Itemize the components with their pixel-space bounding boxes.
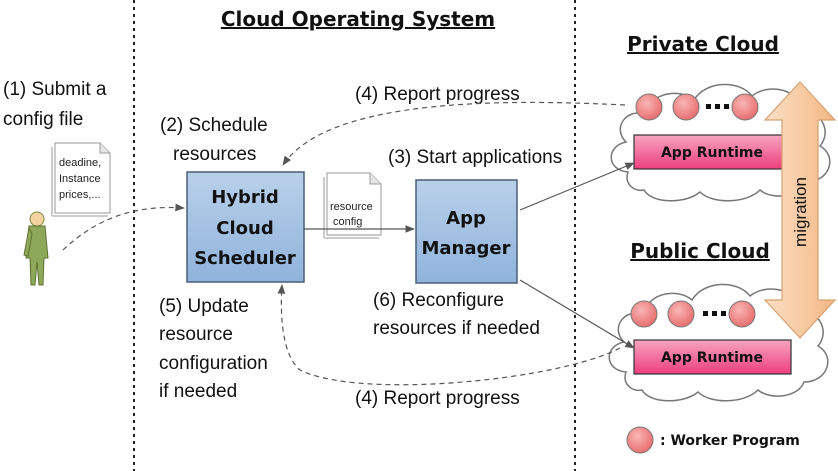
step4-bottom-label: (4) Report progress	[355, 388, 520, 409]
scheduler-line2: Cloud	[216, 218, 273, 239]
step5-line1: (5) Update	[159, 296, 249, 317]
config-doc-line1: deadine,	[59, 157, 101, 169]
app-runtime-public: App Runtime	[633, 339, 792, 375]
step1-line2: config file	[3, 109, 83, 130]
worker-circle	[672, 93, 700, 121]
migration-label: migration	[791, 177, 810, 247]
app-manager-line2: Manager	[422, 238, 511, 259]
scheduler-line3: Scheduler	[194, 248, 296, 269]
step3-label: (3) Start applications	[388, 147, 562, 168]
config-doc-line3: prices,...	[59, 189, 101, 201]
step5-line4: if needed	[159, 381, 237, 402]
step5-line2: resource	[159, 324, 233, 345]
step6-line2: resources if needed	[373, 318, 540, 339]
resource-config-icon: resource config	[323, 172, 382, 239]
report-progress-bottom-arrow	[277, 284, 621, 386]
submit-arrow	[62, 203, 185, 251]
app-manager-box: App Manager	[415, 179, 518, 284]
user-icon	[23, 211, 49, 286]
ellipsis-dots	[706, 104, 729, 109]
runtime-public-label: App Runtime	[661, 350, 763, 366]
step5-line3: configuration	[159, 353, 268, 374]
legend-worker-label: : Worker Program	[660, 433, 800, 449]
worker-circle	[731, 93, 759, 121]
report-progress-top-arrow	[282, 101, 626, 166]
step1-line1: (1) Submit a	[3, 79, 107, 100]
scheduler-line1: Hybrid	[211, 187, 279, 208]
legend-worker-icon	[626, 426, 654, 454]
app-runtime-private: App Runtime	[633, 134, 792, 170]
step6-line1: (6) Reconfigure	[373, 290, 504, 311]
private-cloud-title: Private Cloud	[627, 32, 779, 56]
step2-line2: resources	[173, 144, 256, 165]
resource-doc-line1: resource	[330, 201, 373, 213]
worker-circle	[630, 300, 658, 328]
config-doc-line2: Instance	[59, 173, 101, 185]
legend: : Worker Program	[626, 426, 800, 454]
runtime-private-label: App Runtime	[661, 145, 763, 161]
app-manager-line1: App	[446, 208, 486, 229]
start-apps-arrow	[519, 162, 635, 211]
step4-top-label: (4) Report progress	[355, 84, 520, 105]
ellipsis-dots	[703, 311, 726, 316]
public-cloud-title: Public Cloud	[630, 239, 770, 263]
worker-circle	[667, 300, 695, 328]
worker-circle	[635, 93, 663, 121]
step2-line1: (2) Schedule	[160, 115, 268, 136]
reconfigure-arrow	[519, 279, 635, 349]
resource-doc-line2: config	[333, 216, 362, 228]
cloud-os-title: Cloud Operating System	[221, 7, 495, 31]
hybrid-cloud-scheduler-box: Hybrid Cloud Scheduler	[186, 171, 305, 283]
config-file-icon: deadine, Instance prices,...	[51, 142, 111, 217]
worker-circle	[728, 300, 756, 328]
migration-arrow: migration	[763, 81, 837, 339]
